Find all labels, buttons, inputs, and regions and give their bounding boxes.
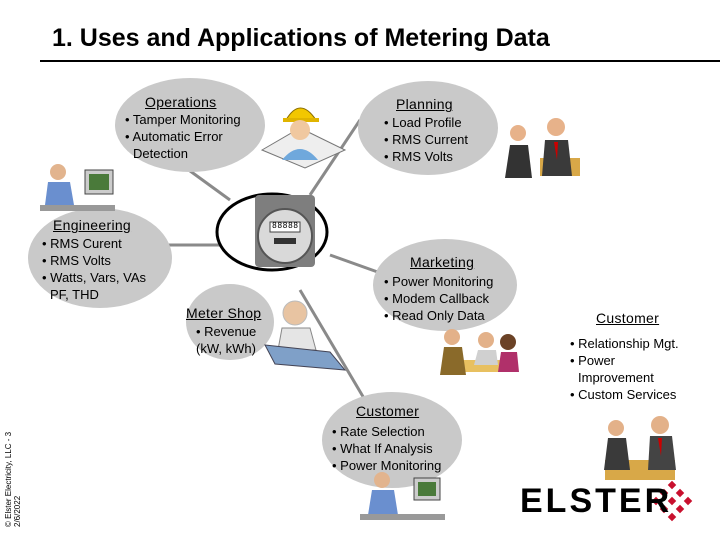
list-item: Detection xyxy=(133,146,188,161)
customer-bottom-heading: Customer xyxy=(356,403,420,419)
list-item: PF, THD xyxy=(50,287,99,302)
customer-bottom-list: • Rate Selection • What If Analysis • Po… xyxy=(332,423,441,474)
list-item: • Watts, Vars, VAs xyxy=(42,270,146,285)
list-item: • Revenue xyxy=(196,324,257,339)
list-item: • Automatic Error xyxy=(125,129,223,144)
list-item: (kW, kWh) xyxy=(196,341,256,356)
ellipse-customer xyxy=(322,392,462,488)
list-item: Improvement xyxy=(578,370,654,385)
list-item: • Tamper Monitoring xyxy=(125,112,241,127)
marketing-heading: Marketing xyxy=(410,254,475,270)
list-item: • RMS Volts xyxy=(384,149,453,164)
copyright-line: © Elster Electricity, LLC - 3 xyxy=(4,431,13,527)
engineering-heading: Engineering xyxy=(53,217,132,233)
list-item: • Custom Services xyxy=(570,387,677,402)
list-item: • Power xyxy=(570,353,616,368)
ellipse-planning xyxy=(358,81,498,175)
marketing-team-icon xyxy=(440,329,519,375)
copyright-notice: © Elster Electricity, LLC - 3 2/6/2022 xyxy=(4,432,22,527)
technician-at-desk-icon xyxy=(264,300,347,371)
list-item: • Power Monitoring xyxy=(332,458,442,473)
operations-heading: Operations xyxy=(145,94,217,110)
list-item: • Rate Selection xyxy=(332,424,425,439)
copyright-date: 2/6/2022 xyxy=(13,495,22,527)
list-item: • Relationship Mgt. xyxy=(570,336,679,351)
planning-list: • Load Profile • RMS Current • RMS Volts xyxy=(384,114,468,165)
logo-text: ELSTER xyxy=(520,482,673,520)
list-item: • RMS Volts xyxy=(42,253,111,268)
page-title: 1. Uses and Applications of Metering Dat… xyxy=(52,24,550,52)
marketing-list: • Power Monitoring • Modem Callback • Re… xyxy=(384,273,493,324)
list-item: • Power Monitoring xyxy=(384,274,494,289)
ellipse-meter-shop xyxy=(186,284,274,360)
list-item: • Read Only Data xyxy=(384,308,485,323)
customer-at-computer-icon xyxy=(360,472,445,520)
electric-meter-icon xyxy=(255,195,315,267)
customer-handshake-icon xyxy=(604,416,676,480)
list-item: • RMS Current xyxy=(384,132,469,147)
businessmen-meeting-icon xyxy=(505,118,580,178)
meter-digits: 88888 xyxy=(272,221,299,230)
operations-list: • Tamper Monitoring • Automatic Error De… xyxy=(125,111,241,162)
connector-planning xyxy=(308,119,362,196)
engineer-at-computer-icon xyxy=(40,164,115,211)
title-rule xyxy=(40,60,720,62)
ellipse-marketing xyxy=(373,239,517,331)
ellipse-operations xyxy=(115,78,265,172)
engineering-list: • RMS Curent • RMS Volts • Watts, Vars, … xyxy=(42,235,146,303)
meter-shop-heading: Meter Shop xyxy=(186,305,262,321)
list-item: • Modem Callback xyxy=(384,291,489,306)
elster-logo: ELSTER xyxy=(520,482,672,521)
list-item: • What If Analysis xyxy=(332,441,433,456)
planning-heading: Planning xyxy=(396,96,453,112)
ellipse-engineering xyxy=(28,208,172,308)
worker-with-hardhat-icon xyxy=(260,107,347,169)
meter-shop-list: • Revenue (kW, kWh) xyxy=(196,323,256,357)
connector-customer xyxy=(298,289,367,401)
list-item: • RMS Curent xyxy=(42,236,122,251)
customer-right-heading: Customer xyxy=(596,310,660,326)
list-item: • Load Profile xyxy=(384,115,462,130)
customer-right-list: • Relationship Mgt. • Power Improvement … xyxy=(570,335,679,403)
